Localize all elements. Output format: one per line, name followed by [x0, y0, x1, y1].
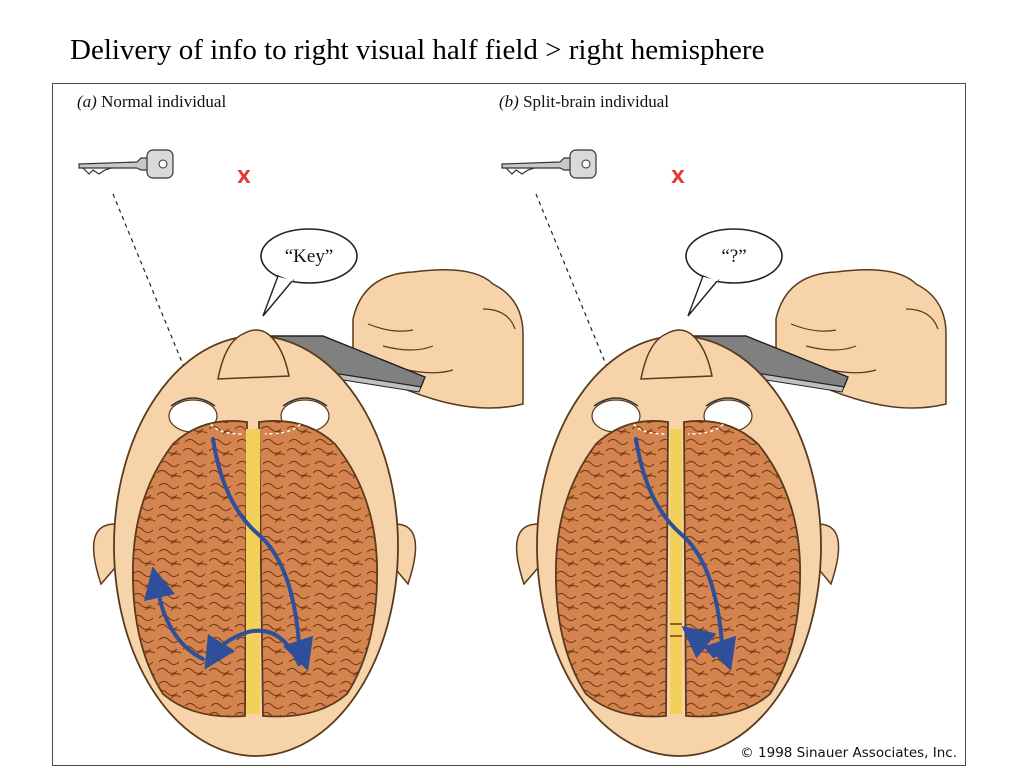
fixation-x-b: X: [671, 167, 685, 188]
copyright-notice: © 1998 Sinauer Associates, Inc.: [740, 745, 957, 761]
panel-b-letter: (b): [499, 92, 519, 111]
speech-text-b: “?”: [721, 246, 746, 267]
slide-title: Delivery of info to right visual half fi…: [70, 34, 765, 66]
illustration: X “Key”: [78, 149, 947, 757]
severed-corpus-callosum-b: [670, 429, 682, 714]
pathway-a: [143, 437, 314, 672]
corpus-callosum-a: [246, 429, 260, 714]
panel-a-title: Normal individual: [101, 92, 227, 111]
hand-b: [775, 268, 947, 409]
panel-a-label: (a) Normal individual: [77, 92, 226, 112]
brain-b: [555, 418, 801, 718]
speech-bubble-b: “?”: [685, 228, 783, 317]
hand-a: [352, 268, 524, 409]
key-icon-a: [78, 149, 174, 179]
figure-frame: (a) Normal individual (b) Split-brain in…: [52, 83, 966, 766]
speech-bubble-a: “Key”: [260, 228, 358, 317]
sight-line-a: [112, 193, 194, 390]
speech-text-a: “Key”: [285, 246, 334, 267]
pathway-b: [634, 437, 737, 672]
key-icon-b: [501, 149, 597, 179]
panel-b-title: Split-brain individual: [523, 92, 669, 111]
panel-b-label: (b) Split-brain individual: [499, 92, 669, 112]
left-hemisphere-b: [555, 420, 669, 718]
panel-a-letter: (a): [77, 92, 97, 111]
sight-line-b: [535, 193, 617, 390]
fixation-x-a: X: [237, 167, 251, 188]
brain-a: [132, 418, 378, 718]
panel-b: X “?”: [501, 149, 947, 757]
panel-a: X “Key”: [78, 149, 524, 757]
